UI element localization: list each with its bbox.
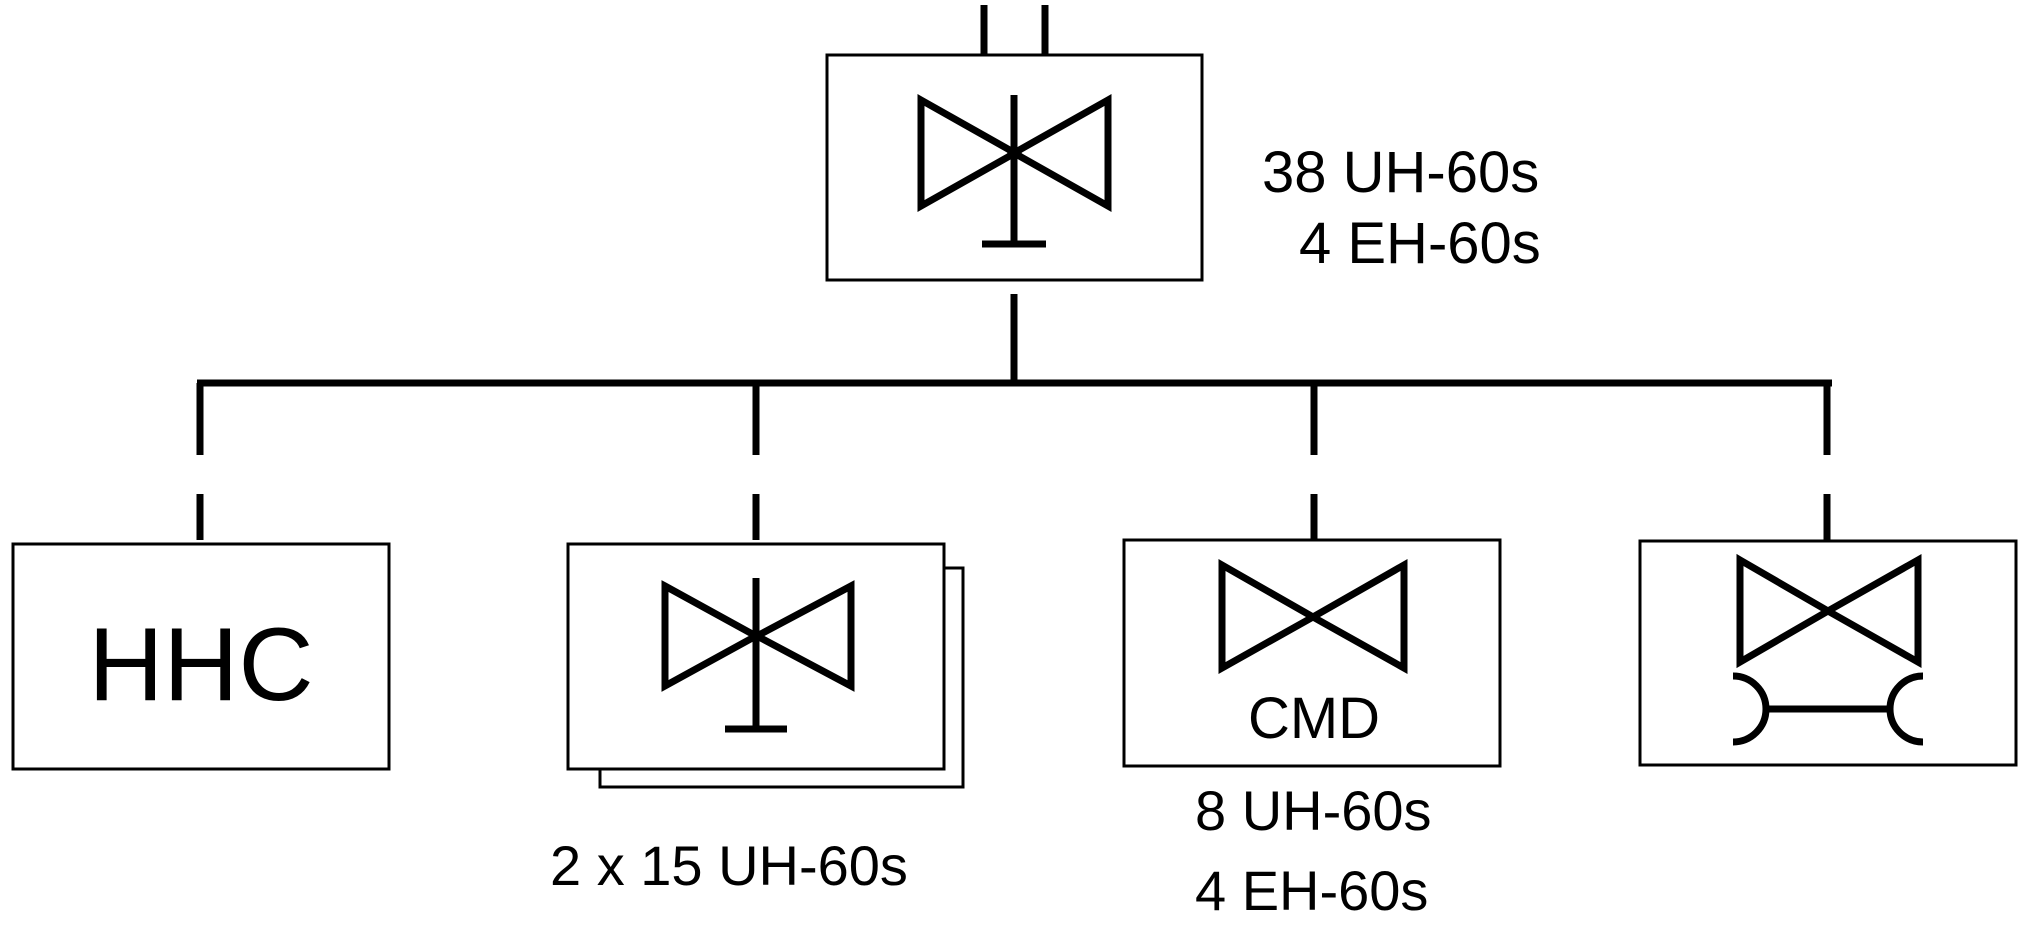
maintenance-company-box bbox=[1638, 539, 2018, 767]
hq-box bbox=[825, 53, 1204, 282]
aviation-battalion-symbol bbox=[917, 94, 1112, 248]
hhc-label: HHC bbox=[88, 607, 313, 723]
command-company-label: CMD bbox=[1248, 686, 1380, 751]
assault-company-aircraft: 2 x 15 UH-60s bbox=[550, 834, 908, 897]
hq-top-connectors bbox=[980, 5, 1049, 55]
assault-company-box bbox=[566, 542, 965, 789]
command-aircraft-line1: 8 UH-60s bbox=[1195, 779, 1432, 842]
command-company-box: CMD bbox=[1122, 538, 1502, 768]
assault-helicopter-symbol bbox=[661, 578, 855, 733]
command-aircraft-line2: 4 EH-60s bbox=[1195, 859, 1428, 922]
org-connectors bbox=[196, 294, 1832, 540]
hhc-box: HHC bbox=[11, 542, 391, 771]
command-aviation-symbol bbox=[1218, 558, 1408, 674]
hq-aircraft-line2: 4 EH-60s bbox=[1299, 211, 1541, 276]
aviation-maintenance-symbol bbox=[1732, 553, 1924, 746]
hq-aircraft-line1: 38 UH-60s bbox=[1262, 140, 1539, 205]
